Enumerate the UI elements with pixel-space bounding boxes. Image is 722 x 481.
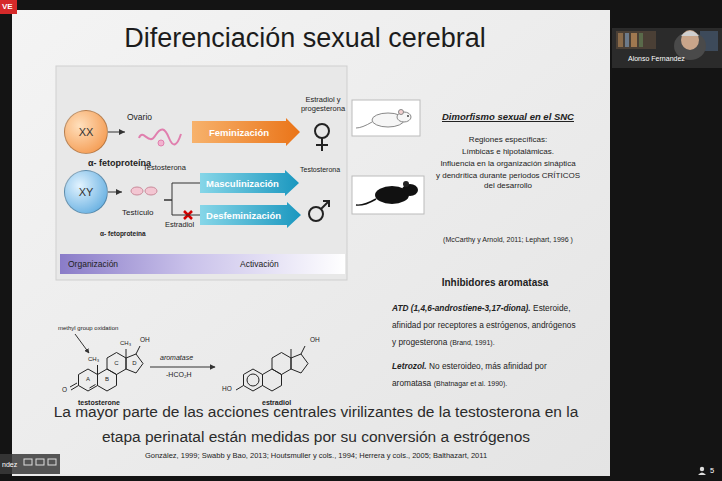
key-statement: La mayor parte de las acciones centrales… [38,400,594,450]
defeminization-arrow: Desfeminización [200,202,301,228]
node-text: Masculinización [206,178,279,189]
webcam-view [612,28,722,68]
body-text: y dendrítica durante periodos CRÍTICOS d… [434,171,582,190]
participant-name: ndez [2,461,17,469]
ring-letter: D [132,360,136,367]
chemical-group: CH₃ [120,340,131,347]
arrow-fill [200,170,299,196]
slide-background [12,10,610,476]
participant-name: Alonso Fernandez [628,55,685,63]
byproduct-label: -HCO₂H [166,371,192,379]
hormone-label: Estradiol y progesterona [298,95,348,113]
paragraph: Letrozol.No esteroideo, más afinidad por… [392,358,580,392]
reaction-arrow [150,366,215,367]
ovary-drawing: Ovario [125,112,183,150]
drug-name: ATD (1,4,6-androstiene-3,17-diona). [392,303,531,313]
connector [108,132,125,133]
chromosome-circle: XX [64,110,108,154]
arrow-fill [192,118,300,146]
protein-label: α- fetoproteína [100,230,146,238]
testosterone-structure [70,346,143,391]
male-symbol [309,201,329,221]
feminization-arrow: Feminización [192,118,300,146]
body-text: Regiones específicas: [426,135,590,145]
paragraph: ATD (1,4,6-androstiene-3,17-diona).Ester… [392,300,580,351]
citation: (Bhatnagar et al. 1990). [434,380,508,387]
node-text: XX [79,126,94,138]
body-text: Límbicas e hipotalámicas. [426,147,590,157]
chemical-group: O [62,386,67,394]
masculinization-arrow: Masculinización [200,170,299,196]
chemical-group: OH [310,336,320,344]
connector [108,192,122,193]
chemical-group: OH [140,336,150,344]
testis-drawing: Testículo [122,182,164,218]
oxidation-pointer [75,334,89,353]
section-heading: Dimorfismo sexual en el SNC [426,111,590,122]
enzyme-name: aromatase [160,354,193,362]
participant-count: 5 [710,466,714,475]
node-text: Feminización [209,127,269,138]
reaction-note: methyl group oxidation [58,325,118,332]
body-text: Influencia en la organización sináptica [426,159,590,169]
edge-label: Estradiol [165,220,194,229]
chromosome-circle: XY [64,170,108,214]
slide-title: Diferenciación sexual cerebral [40,22,570,54]
section-heading: Inhibidores aromatasa [420,277,570,289]
citation: (Brand, 1991). [450,339,495,346]
hormone-label: Testosterona [300,166,340,174]
ovary-shape [158,140,164,146]
node-text: Ovario [127,112,183,122]
connector [164,200,200,215]
chemical-group: CH₃ [88,356,99,363]
white-rat-picture [352,100,420,136]
live-badge-text: VE [2,2,13,12]
ring-letter: B [105,376,109,383]
timeline-band: Organización Activación [60,254,345,274]
connector [164,183,200,200]
citation: González, 1999; Swabb y Bao, 2013; Houts… [40,451,592,460]
chemical-group: HO [222,385,232,393]
drug-name: Letrozol. [392,361,427,371]
citation: (McCarthy y Arnold, 2011; Lephart, 1996 … [426,236,590,244]
diagram-panel [56,66,347,280]
black-rat-picture [352,176,424,214]
ring-letter: C [114,360,118,367]
node-text: Testículo [122,208,164,218]
node-text: Organización [68,259,118,269]
ring-letter: A [86,376,90,383]
node-text: Activación [240,259,279,269]
arrow-fill [200,202,301,228]
protein-label: α- fetoproteína [88,158,151,169]
testis-shape [131,187,143,195]
node-text: XY [79,186,94,198]
female-symbol [315,124,329,151]
estradiol-structure [236,346,308,391]
live-badge [0,0,17,14]
testis-shape [145,187,157,195]
node-text: Desfeminización [206,210,281,221]
